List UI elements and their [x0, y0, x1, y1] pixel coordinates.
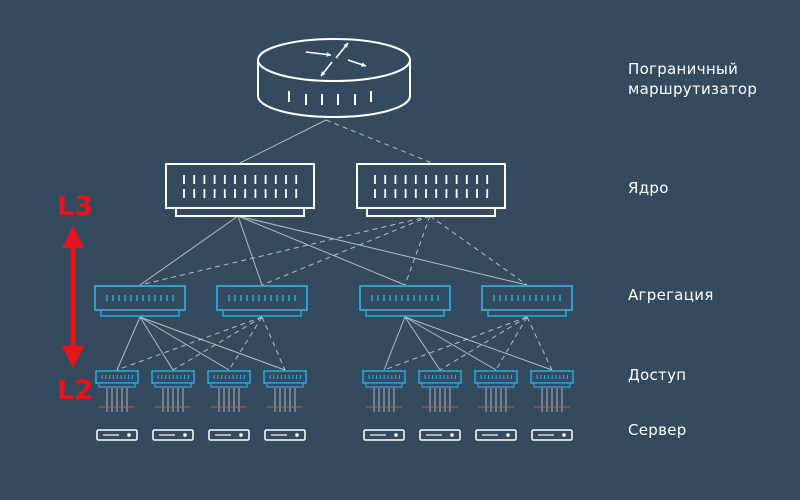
- access-switch-icon-1: [95, 370, 139, 388]
- tier-label-server: Сервер: [628, 421, 687, 439]
- devices-layer: [94, 38, 574, 441]
- core-switch-icon-2: [356, 163, 506, 217]
- server-icon-1: [96, 429, 138, 441]
- link-agg-access-dashed-5: [383, 316, 528, 371]
- access-switch-icon-3: [207, 370, 251, 388]
- aggregation-switch-base: [487, 309, 567, 317]
- link-agg-access-dashed-4: [261, 316, 286, 371]
- access-switch-base: [154, 382, 192, 388]
- access-switch-base: [477, 382, 515, 388]
- tier-label-aggregation: Агрегация: [628, 286, 714, 304]
- access-switch-icon-6: [418, 370, 462, 388]
- aggregation-switch-body: [359, 285, 451, 311]
- access-switch-icon-2: [151, 370, 195, 388]
- core-switch-base: [175, 207, 305, 217]
- router-icon: [257, 38, 411, 118]
- access-switch-icon-8: [530, 370, 574, 388]
- boundary-arrowhead-down: [62, 346, 84, 368]
- server-led: [127, 433, 131, 437]
- aggregation-switch-icon-2: [216, 285, 308, 317]
- link-core2-agg-2: [261, 215, 431, 286]
- link-agg-access-dashed-3: [228, 316, 263, 371]
- server-icon-5: [363, 429, 405, 441]
- layer-marker-l3: L3: [57, 191, 93, 222]
- server-led: [394, 433, 398, 437]
- l2-l3-boundary-arrow: [62, 226, 84, 368]
- aggregation-switch-body: [481, 285, 573, 311]
- aggregation-switch-icon-4: [481, 285, 573, 317]
- access-switch-icon-5: [362, 370, 406, 388]
- link-core2-agg-3: [404, 215, 431, 286]
- tier-label-access: Доступ: [628, 366, 687, 384]
- link-agg-access-solid-3: [139, 316, 230, 371]
- aggregation-switch-body: [94, 285, 186, 311]
- access-switch-base: [266, 382, 304, 388]
- link-agg-access-dashed-1: [116, 316, 263, 371]
- link-agg-access-solid-5: [383, 316, 406, 371]
- layer-marker-l2: L2: [57, 375, 93, 406]
- server-icon-7: [475, 429, 517, 441]
- aggregation-switch-body: [216, 285, 308, 311]
- link-agg-access-dashed-2: [172, 316, 263, 371]
- access-switch-base: [98, 382, 136, 388]
- aggregation-switch-base: [100, 309, 180, 317]
- access-switch-icon-4: [263, 370, 307, 388]
- tier-label-edge-router: Пограничный маршрутизатор: [628, 60, 758, 98]
- link-agg-access-dashed-7: [495, 316, 528, 371]
- server-icon-2: [152, 429, 194, 441]
- server-led: [450, 433, 454, 437]
- access-switch-base: [533, 382, 571, 388]
- core-switch-base: [366, 207, 496, 217]
- core-switch-body: [165, 163, 315, 209]
- router-arrowhead-1: [326, 52, 331, 57]
- link-core2-agg-1: [139, 215, 431, 286]
- link-agg-access-solid-1: [116, 316, 141, 371]
- link-agg-access-solid-8: [404, 316, 553, 371]
- core-switch-icon-1: [165, 163, 315, 217]
- aggregation-switch-icon-3: [359, 285, 451, 317]
- router-top: [257, 38, 411, 82]
- core-switch-body: [356, 163, 506, 209]
- aggregation-switch-base: [222, 309, 302, 317]
- link-core1-agg-1: [139, 215, 239, 286]
- tier-label-core: Ядро: [628, 179, 669, 197]
- router-arrowhead-4: [321, 71, 326, 76]
- server-led: [562, 433, 566, 437]
- link-agg-access-solid-6: [404, 316, 441, 371]
- aggregation-switch-icon-1: [94, 285, 186, 317]
- server-led: [239, 433, 243, 437]
- server-led: [183, 433, 187, 437]
- server-icon-6: [419, 429, 461, 441]
- link-agg-access-dashed-8: [526, 316, 553, 371]
- router-arrowhead-3: [343, 43, 348, 48]
- access-switch-base: [365, 382, 403, 388]
- link-router-core-2: [325, 119, 433, 164]
- access-switch-base: [210, 382, 248, 388]
- aggregation-switch-base: [365, 309, 445, 317]
- server-led: [295, 433, 299, 437]
- links-layer: [99, 119, 570, 412]
- server-icon-4: [264, 429, 306, 441]
- access-switch-base: [421, 382, 459, 388]
- link-agg-access-solid-7: [404, 316, 497, 371]
- link-core2-agg-4: [429, 215, 528, 286]
- link-agg-access-dashed-6: [439, 316, 528, 371]
- boundary-arrowhead-up: [62, 226, 84, 248]
- server-led: [506, 433, 510, 437]
- link-core1-agg-4: [237, 215, 528, 286]
- server-icon-3: [208, 429, 250, 441]
- access-switch-icon-7: [474, 370, 518, 388]
- server-icon-8: [531, 429, 573, 441]
- link-router-core-1: [239, 119, 327, 164]
- link-core1-agg-2: [237, 215, 263, 286]
- link-core1-agg-3: [237, 215, 406, 286]
- link-agg-access-solid-2: [139, 316, 174, 371]
- router-arrowhead-2: [361, 62, 366, 67]
- link-agg-access-solid-4: [139, 316, 286, 371]
